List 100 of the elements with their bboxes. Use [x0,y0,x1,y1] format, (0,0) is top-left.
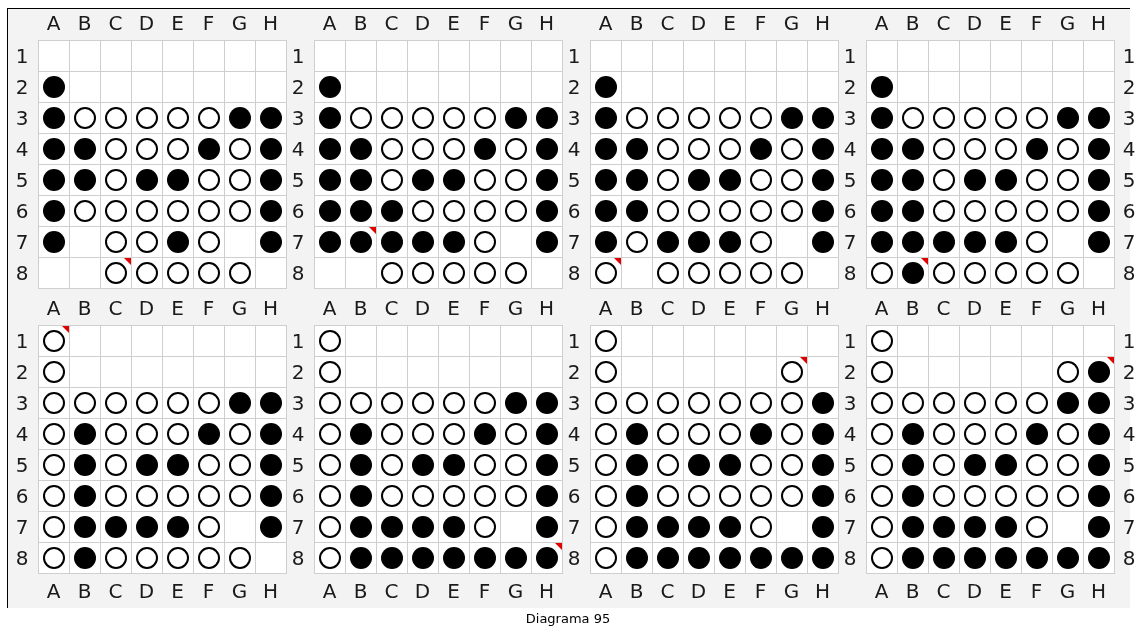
column-letter: G [507,581,524,601]
filled-disc [964,169,986,191]
hollow-disc [719,423,741,445]
column-letter: F [1030,298,1043,318]
filled-disc [536,231,558,253]
column-letter: H [815,581,830,601]
filled-disc [505,392,527,414]
hollow-disc [595,423,617,445]
hollow-disc [136,262,158,284]
hollow-disc [871,361,893,383]
row-number: 3 [567,108,581,128]
column-letter: F [1030,581,1043,601]
filled-disc [412,547,434,569]
row-number: 5 [843,170,857,190]
row-number: 5 [1122,455,1136,475]
hollow-disc [1057,169,1079,191]
hollow-disc [688,392,710,414]
column-letter: A [322,13,337,33]
hollow-disc [750,392,772,414]
filled-disc [412,516,434,538]
filled-disc [319,138,341,160]
column-letter: C [936,581,951,601]
column-letter: E [723,581,736,601]
hollow-disc [350,392,372,414]
hollow-disc [933,392,955,414]
column-letter: E [447,298,460,318]
filled-disc [964,516,986,538]
hollow-disc [43,361,65,383]
filled-disc [260,423,282,445]
row-number: 1 [843,331,857,351]
column-letter: G [1059,298,1076,318]
column-letter: D [966,581,983,601]
filled-disc [536,423,558,445]
filled-disc [1088,361,1110,383]
column-letter: F [202,298,215,318]
corner-marker [124,258,131,265]
row-number: 4 [567,139,581,159]
hollow-disc [964,423,986,445]
filled-disc [933,547,955,569]
filled-disc [198,138,220,160]
hollow-disc [871,547,893,569]
hollow-disc [136,231,158,253]
row-number: 2 [15,77,29,97]
row-number: 1 [15,331,29,351]
hollow-disc [995,485,1017,507]
hollow-disc [505,169,527,191]
corner-marker [555,543,562,550]
column-letter: D [414,298,431,318]
hollow-disc [412,392,434,414]
hollow-disc [688,423,710,445]
filled-disc [871,107,893,129]
row-number: 5 [843,455,857,475]
hollow-disc [688,107,710,129]
row-number: 4 [843,424,857,444]
hollow-disc [167,138,189,160]
hollow-disc [319,516,341,538]
row-number: 7 [567,517,581,537]
filled-disc [105,516,127,538]
filled-disc [688,231,710,253]
hollow-disc [933,138,955,160]
row-number: 4 [15,424,29,444]
filled-disc [719,169,741,191]
column-letter: H [539,581,554,601]
hollow-disc [995,107,1017,129]
hollow-disc [43,516,65,538]
hollow-disc [1026,107,1048,129]
corner-marker [369,227,376,234]
hollow-disc [688,138,710,160]
row-number: 5 [15,455,29,475]
hollow-disc [781,200,803,222]
row-number: 1 [1122,331,1136,351]
filled-disc [995,169,1017,191]
filled-disc [595,138,617,160]
hollow-disc [781,262,803,284]
hollow-disc [871,330,893,352]
filled-disc [871,76,893,98]
filled-disc [595,231,617,253]
hollow-disc [964,392,986,414]
filled-disc [319,169,341,191]
hollow-disc [719,107,741,129]
hollow-disc [871,392,893,414]
filled-disc [1088,392,1110,414]
filled-disc [812,423,834,445]
filled-disc [1057,392,1079,414]
row-number: 3 [567,393,581,413]
hollow-disc [105,138,127,160]
filled-disc [626,200,648,222]
row-number: 8 [15,263,29,283]
filled-disc [536,169,558,191]
hollow-disc [688,485,710,507]
row-number: 1 [567,46,581,66]
filled-disc [995,547,1017,569]
hollow-disc [902,107,924,129]
column-letter: A [874,298,889,318]
hollow-disc [136,485,158,507]
column-letter: E [723,13,736,33]
filled-disc [260,516,282,538]
hollow-disc [505,262,527,284]
hollow-disc [105,547,127,569]
column-letter: D [414,581,431,601]
